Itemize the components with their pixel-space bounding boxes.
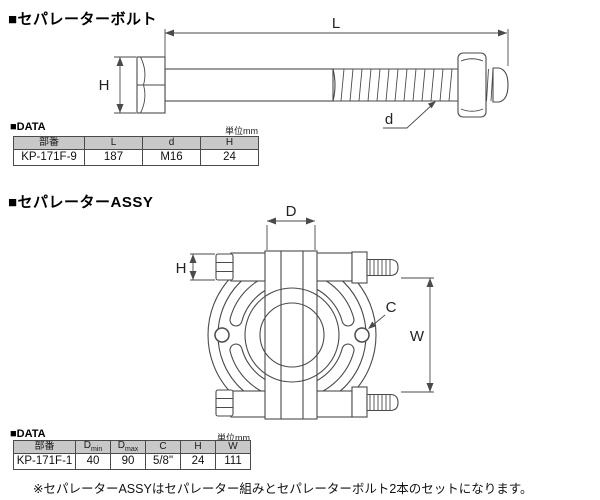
side-hole-right [354,327,370,343]
stud-bottom-hatching [369,395,391,410]
header-cell-W: W [215,440,251,454]
c-leader-arrow [368,321,377,329]
bore-circle [259,302,325,368]
assy-table-label: ■DATA [10,428,46,440]
assy-dim-H-label: H [176,260,187,277]
header-cell-d: d [142,136,201,150]
bolt-tip [492,67,509,103]
separator-assy-drawing: D H [176,203,434,420]
dim-H-arrow-top [116,57,124,66]
assy-dim-W: W [401,277,434,393]
assy-table-data-row: KP-171F-1 40 90 5/8" 24 111 [13,453,251,470]
bolt-dim-L: L [164,15,509,66]
bolt-drawing: L H d [99,15,509,129]
d-leader-arrow [427,101,436,109]
hole-diameter-label: C [386,299,397,316]
bolt-hex-nut [457,52,487,118]
dim-D-extension-lines [266,225,316,250]
stud-flange-bottom [351,386,368,418]
clamp-bolt-top-facets [216,262,233,272]
jaw-split-lines [280,251,304,419]
dim-H-arrow-bottom [116,104,124,113]
header-cell-L: L [84,136,143,150]
bolt-section-title: ■セパレーターボルト [8,11,158,28]
dim-D-arrow-left [267,217,276,225]
header-cell-C: C [145,440,181,454]
stud-top-hatching [369,260,391,275]
bolt-table-data-row: KP-171F-9 187 M16 24 [13,149,259,166]
dim-H-label: H [99,77,110,94]
header-cell-Dmin: Dmin [75,440,111,454]
header-cell-part-no: 部番 [13,440,76,454]
assy-table-header-row: 部番 Dmin Dmax C H W [13,440,251,454]
assy-data-table: 部番 Dmin Dmax C H W KP-171F-1 40 90 5/8" … [13,440,251,470]
bolt-table-unit: 単位mm [225,126,258,136]
stud-thread-top [366,258,399,277]
bolt-head-facet-lines [137,56,165,114]
cell-L: 187 [84,149,143,166]
header-cell-H: H [180,440,216,454]
thread-stub-after-nut [486,68,494,102]
bolt-table-header-row: 部番 L d H [13,136,259,150]
assy-dim-H-arrow-bottom [189,271,197,280]
assy-dim-H-extension-lines [190,253,215,281]
dim-W-arrow-top [426,278,434,287]
cell-part-no: KP-171F-9 [13,149,85,166]
bolt-table-label: ■DATA [10,121,46,133]
assy-table-unit: 単位mm [217,433,250,443]
bolt-dim-d: d [383,101,436,129]
assy-dim-D: D [266,203,316,250]
cell-d: M16 [142,149,201,166]
clamp-bolt-head-bottom [215,389,234,417]
footnote: ※セパレーターASSYはセパレーター組みとセパレーターボルト2本のセットになりま… [33,482,533,496]
side-hole-left [214,327,230,343]
cell-W: 111 [215,453,251,470]
bolt-dim-H: H [99,56,136,114]
clamp-bolt-bottom-facets [216,398,233,408]
dim-L-label: L [332,15,340,32]
nut-facet-lines [460,58,484,112]
clamp-bolt-head-top [215,253,234,281]
dim-W-label: W [410,328,425,345]
cell-part-no: KP-171F-1 [13,453,76,470]
cell-H: 24 [200,149,259,166]
dim-W-arrow-bottom [426,383,434,392]
dim-D-arrow-right [306,217,315,225]
stud-flange-top [351,251,368,284]
center-jaw-block [264,250,318,420]
bolt-thread-hatching [340,68,453,102]
thread-diameter-label: d [385,111,393,128]
bolt-data-table: 部番 L d H KP-171F-9 187 M16 24 [13,136,259,166]
dim-D-label: D [286,203,297,220]
bolt-shaft [164,68,334,102]
assy-dim-H-arrow-top [189,254,197,263]
assy-section-title: ■セパレーターASSY [8,194,154,211]
bolt-thread-outline [332,68,458,102]
dim-L-extension-lines [164,29,509,66]
dim-L-arrow-right [498,29,507,37]
hub-circle [244,287,340,383]
stud-thread-bottom [366,393,399,412]
dim-L-arrow-left [165,29,174,37]
assy-dim-H: H [176,253,215,281]
cell-C: 5/8" [145,453,181,470]
header-cell-Dmax: Dmax [110,440,146,454]
d-leader-line [383,103,434,129]
cell-H: 24 [180,453,216,470]
cell-Dmin: 40 [75,453,111,470]
header-cell-part-no: 部番 [13,136,85,150]
cell-Dmax: 90 [110,453,146,470]
dim-H-extension-lines [114,56,136,114]
header-cell-H: H [200,136,259,150]
dim-W-extension-lines [401,277,434,393]
assy-dim-C: C [368,299,397,329]
